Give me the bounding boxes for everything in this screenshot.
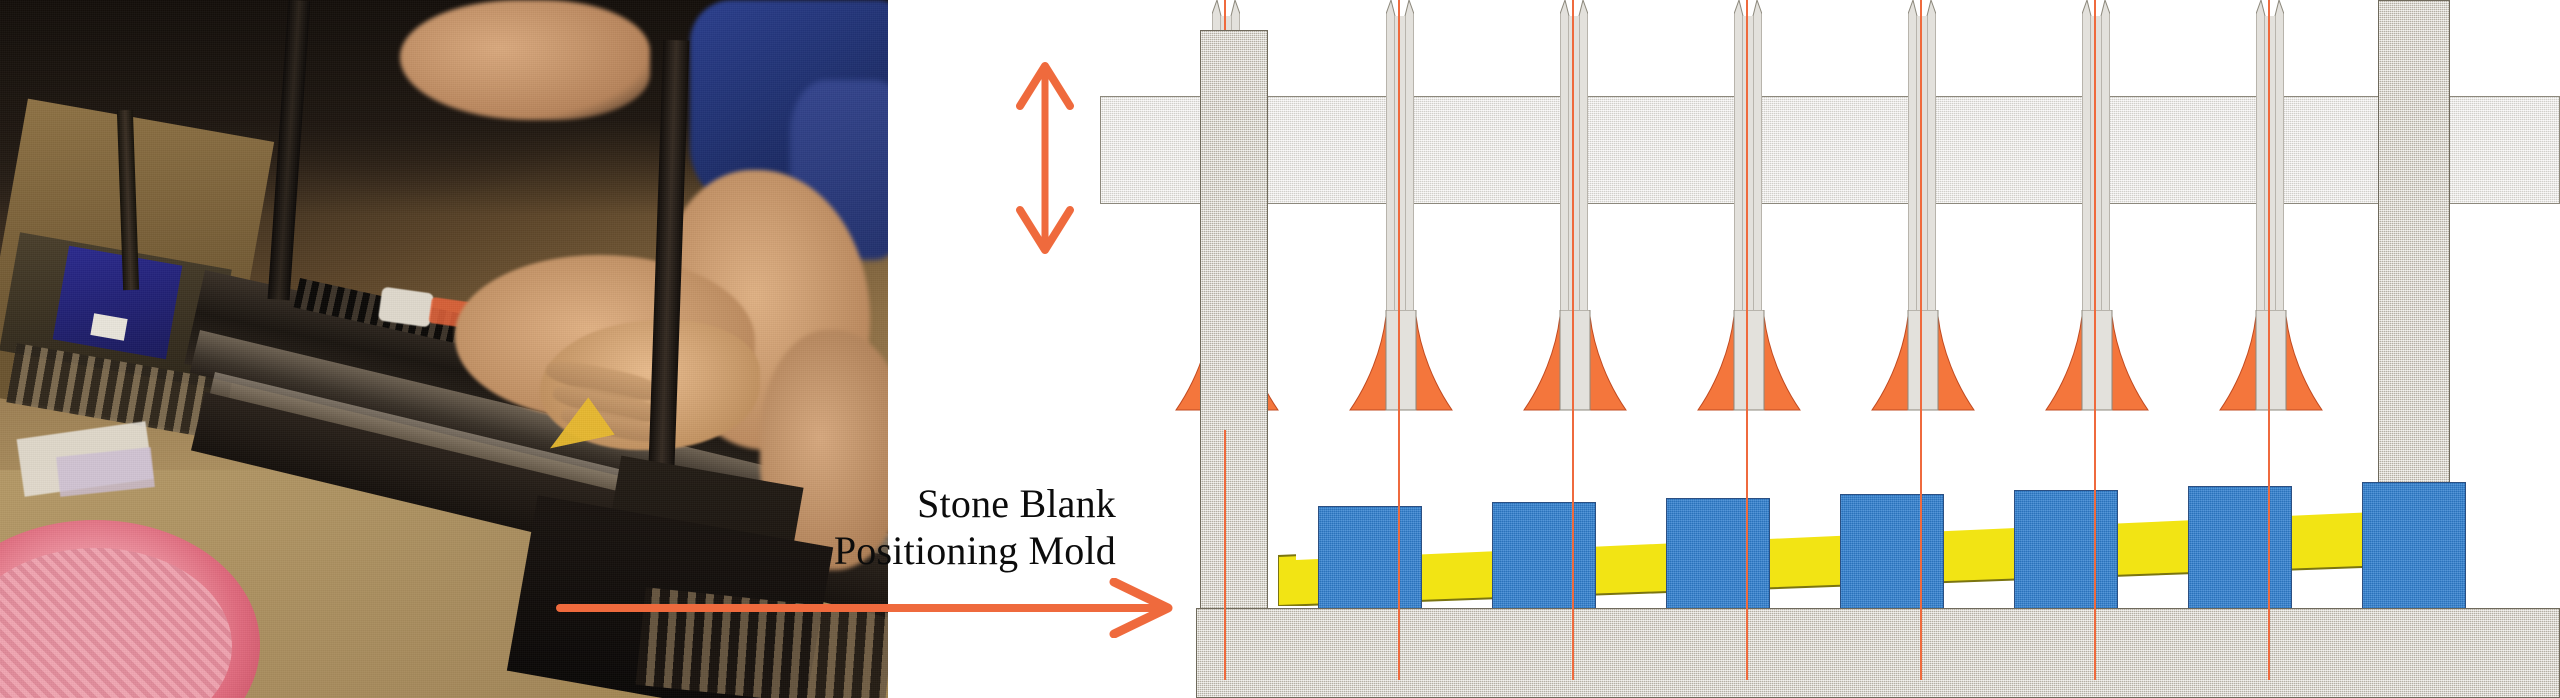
- centerline: [1398, 430, 1400, 680]
- spindle-unit: [1871, 0, 1975, 698]
- centerline: [1746, 430, 1748, 680]
- bench-tube: [377, 286, 435, 328]
- operator-hand-upper: [400, 0, 650, 120]
- drill-bit: [1516, 310, 1634, 428]
- drill-bit: [1690, 310, 1808, 428]
- base-slab: [1196, 608, 2560, 698]
- centerline: [2094, 0, 2096, 698]
- mold-annotation-label: Stone Blank Positioning Mold: [556, 480, 1116, 574]
- centerline: [2268, 430, 2270, 680]
- drill-bit: [2038, 310, 2156, 428]
- vertical-double-arrow-icon: [1014, 58, 1076, 258]
- spindle-unit: [2045, 0, 2149, 698]
- spindle-unit: [1697, 0, 1801, 698]
- centerline: [1920, 0, 1922, 698]
- schematic-diagram: Stone Blank Positioning Mold: [556, 0, 2560, 698]
- spindle-unit: [1523, 0, 1627, 698]
- centerline: [1920, 430, 1922, 680]
- centerline: [1572, 0, 1574, 698]
- centerline: [2094, 430, 2096, 680]
- drill-shaft: [2256, 0, 2284, 380]
- centerline: [1224, 430, 1226, 680]
- right-arrow-icon: [556, 578, 1184, 638]
- drill-shaft: [1386, 0, 1414, 380]
- spindle-unit: [1349, 0, 1453, 698]
- mold-annotation-line-1: Stone Blank: [917, 481, 1116, 526]
- drill-bit: [2212, 310, 2330, 428]
- drill-bit: [1864, 310, 1982, 428]
- drill-bit: [1342, 310, 1460, 428]
- control-box-blue-panel: [52, 245, 183, 360]
- gantry-beam: [1100, 96, 2560, 204]
- mold-annotation-line-2: Positioning Mold: [833, 528, 1116, 574]
- centerline: [1746, 0, 1748, 698]
- centerline: [2268, 0, 2270, 698]
- centerline: [1398, 0, 1400, 698]
- centerline: [1572, 430, 1574, 680]
- spindle-unit: [2219, 0, 2323, 698]
- post-left: [1200, 30, 1268, 610]
